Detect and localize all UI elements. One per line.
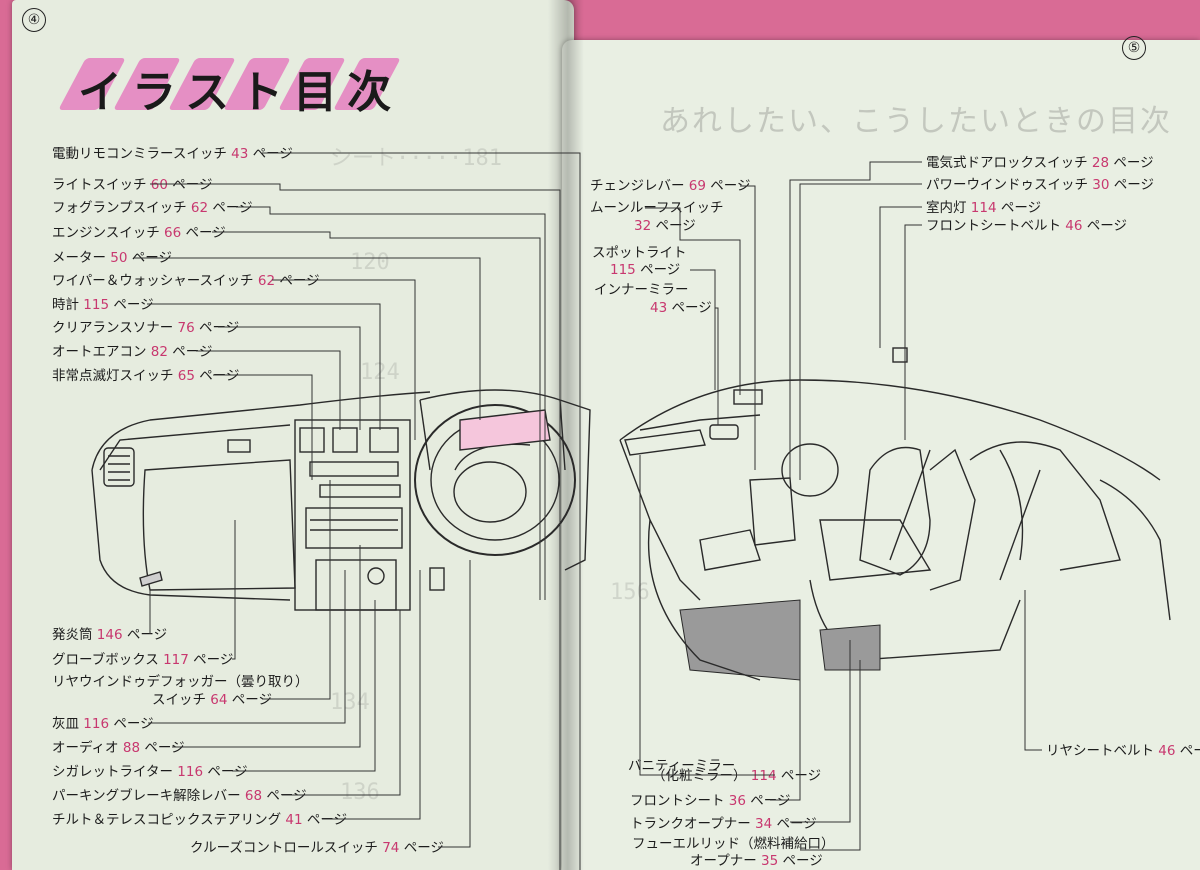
label-glove-box: グローブボックス 117 ページ — [52, 652, 234, 668]
label-cigarette-lighter: シガレットライター 116 ページ — [52, 764, 248, 780]
right-page — [562, 40, 1200, 870]
dashboard-illustration — [91, 389, 591, 611]
label-meter: メーター 50 ページ — [52, 250, 173, 266]
label-moonroof-page: 32 ページ — [634, 218, 696, 234]
label-inner-mirror-page: 43 ページ — [650, 300, 712, 316]
label-light-switch: ライトスイッチ 60 ページ — [52, 177, 213, 193]
title-banner: イラスト目次 — [52, 48, 401, 118]
show-through-text: 136 — [340, 780, 380, 805]
show-through-text: 120 — [350, 250, 390, 275]
label-clock: 時計 115 ページ — [52, 297, 154, 313]
label-hazard-switch: 非常点滅灯スイッチ 65 ページ — [52, 368, 240, 384]
leader-lines — [134, 152, 1042, 870]
label-rear-seatbelt: リヤシートベルト 46 ペー — [1046, 743, 1200, 759]
label-audio: オーディオ 88 ページ — [52, 740, 185, 756]
label-clearance-sonar: クリアランスソナー 76 ページ — [52, 320, 240, 336]
label-inner-mirror: インナーミラー — [594, 282, 689, 298]
label-ashtray: 灰皿 116 ページ — [52, 716, 154, 732]
label-parking-brake-release: パーキングブレーキ解除レバー 68 ページ — [52, 788, 307, 804]
label-shift-lever: チェンジレバー 69 ページ — [590, 178, 751, 194]
faint-heading: あれしたい、こうしたいときの目次 — [660, 104, 1172, 139]
label-trunk-opener: トランクオープナー 34 ページ — [630, 816, 817, 832]
show-through-text: シート·····181 — [330, 146, 502, 171]
label-rear-defogger: リヤウインドゥデフォッガー（曇り取り） — [52, 674, 309, 690]
show-through-text: 134 — [330, 690, 370, 715]
label-fuel-lid-opener: オープナー 35 ページ — [690, 853, 823, 869]
label-front-seat: フロントシート 36 ページ — [630, 793, 791, 809]
label-room-lamp: 室内灯 114 ページ — [926, 200, 1042, 216]
label-spotlight: スポットライト — [592, 245, 687, 261]
cabin-illustration — [619, 347, 1171, 681]
label-power-window-switch: パワーウインドゥスイッチ 30 ページ — [926, 177, 1155, 193]
label-fuel-lid: フューエルリッド（燃料補給口） — [632, 836, 835, 852]
label-rear-defogger-switch: スイッチ 64 ページ — [152, 692, 273, 708]
label-front-seatbelt: フロントシートベルト 46 ページ — [926, 218, 1128, 234]
label-cruise-control: クルーズコントロールスイッチ 74 ページ — [190, 840, 444, 856]
show-through-text: 156 — [610, 580, 650, 605]
label-vanity-mirror-sub: （化粧ミラー） 114 ページ — [652, 768, 822, 784]
label-auto-aircon: オートエアコン 82 ページ — [52, 344, 213, 360]
label-fog-switch: フォグランプスイッチ 62 ページ — [52, 200, 253, 216]
label-engine-switch: エンジンスイッチ 66 ページ — [52, 225, 226, 241]
label-spotlight-page: 115 ページ — [610, 262, 681, 278]
label-tilt-steering: チルト＆テレスコピックステアリング 41 ページ — [52, 812, 348, 828]
page-number-right: ⑤ — [1122, 36, 1146, 60]
label-wiper-switch: ワイパー＆ウォッシャースイッチ 62 ページ — [52, 273, 320, 289]
label-flare: 発炎筒 146 ページ — [52, 627, 168, 643]
page-number-left: ④ — [22, 8, 46, 32]
label-door-lock-switch: 電気式ドアロックスイッチ 28 ページ — [926, 155, 1154, 171]
label-vanity-mirror: バニティーミラー — [628, 758, 736, 774]
page-title: イラスト目次 — [78, 67, 402, 118]
label-mirror-switch: 電動リモコンミラースイッチ 43 ページ — [52, 146, 293, 162]
